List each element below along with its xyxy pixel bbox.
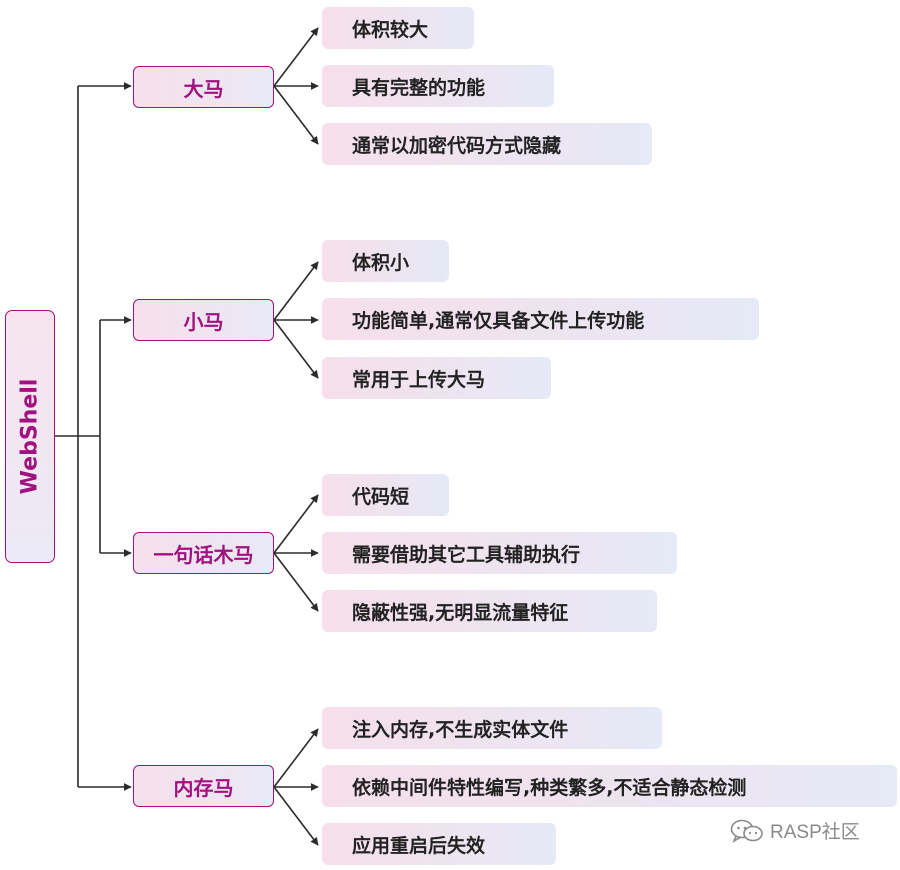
leaf-arrow — [273, 786, 319, 846]
root-node: WebShell — [5, 310, 55, 563]
leaf-node: 具有完整的功能 — [322, 65, 554, 107]
branch-label: 内存马 — [173, 775, 234, 800]
leaf-node: 代码短 — [322, 474, 449, 516]
leaf-label: 需要借助其它工具辅助执行 — [352, 543, 581, 566]
watermark: RASP社区 — [730, 817, 860, 844]
branch-node-neicunma: 内存马 — [133, 765, 274, 807]
leaf-node: 依赖中间件特性编写,种类繁多,不适合静态检测 — [322, 765, 897, 807]
leaf-arrow — [273, 27, 319, 87]
leaf-label: 应用重启后失效 — [352, 834, 486, 857]
leaf-node: 注入内存,不生成实体文件 — [322, 707, 662, 749]
branch-label: 大马 — [183, 76, 224, 101]
leaf-node: 需要借助其它工具辅助执行 — [322, 532, 677, 574]
leaf-node: 隐蔽性强,无明显流量特征 — [322, 590, 657, 632]
branch-label: 小马 — [183, 309, 224, 334]
leaf-label: 通常以加密代码方式隐藏 — [352, 134, 562, 157]
leaf-arrow — [273, 494, 319, 554]
branch-node-xiaoma: 小马 — [133, 299, 274, 341]
leaf-label: 功能简单,通常仅具备文件上传功能 — [352, 309, 645, 332]
branch-label: 一句话木马 — [153, 542, 254, 567]
leaf-label: 代码短 — [352, 485, 410, 508]
leaf-label: 注入内存,不生成实体文件 — [352, 718, 569, 741]
leaf-label: 体积小 — [352, 251, 410, 274]
leaf-label: 具有完整的功能 — [352, 76, 486, 99]
leaf-label: 隐蔽性强,无明显流量特征 — [352, 601, 569, 624]
leaf-node: 应用重启后失效 — [322, 823, 556, 865]
leaf-arrow — [273, 319, 319, 379]
watermark-text: RASP社区 — [770, 822, 860, 843]
wechat-icon — [730, 819, 763, 843]
leaf-node: 功能简单,通常仅具备文件上传功能 — [322, 298, 759, 340]
leaf-arrow — [273, 85, 319, 145]
leaf-arrow — [273, 552, 319, 612]
leaf-node: 常用于上传大马 — [322, 357, 551, 399]
leaf-label: 常用于上传大马 — [352, 368, 486, 391]
branch-node-damа: 大马 — [133, 66, 274, 108]
leaf-node: 通常以加密代码方式隐藏 — [322, 123, 652, 165]
leaf-node: 体积较大 — [322, 7, 474, 49]
leaf-label: 体积较大 — [352, 18, 429, 41]
root-label: WebShell — [17, 378, 43, 495]
leaf-label: 依赖中间件特性编写,种类繁多,不适合静态检测 — [352, 776, 747, 799]
leaf-arrow — [273, 261, 319, 321]
branch-node-yijuhua: 一句话木马 — [133, 532, 274, 574]
leaf-node: 体积小 — [322, 240, 449, 282]
leaf-arrow — [273, 728, 319, 788]
